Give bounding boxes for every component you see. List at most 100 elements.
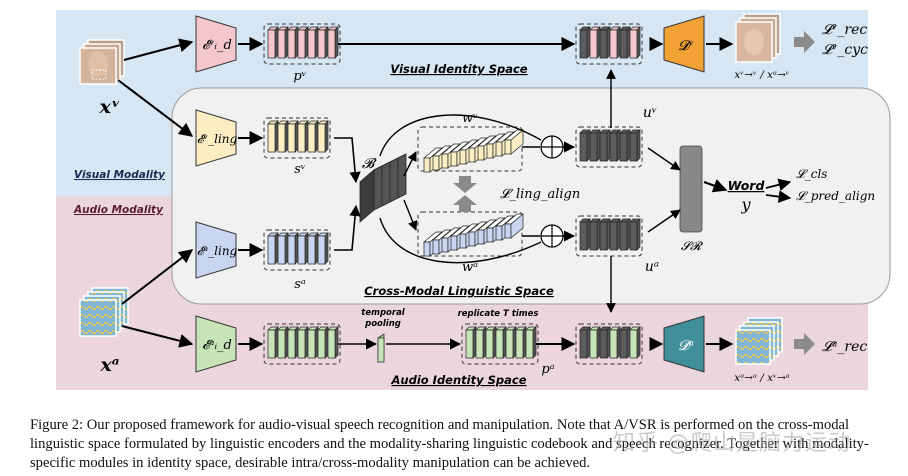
cls-loss: 𝓛_cls (796, 167, 827, 181)
cyc-v-loss: 𝓛ᵛ_cyc (822, 42, 868, 58)
feature-cell (609, 29, 618, 59)
temporal-label: temporal (361, 308, 406, 318)
feature-cell (334, 26, 339, 59)
slant-cell (495, 141, 503, 157)
feature-cell (304, 26, 309, 59)
temporal-pooling-block (377, 333, 385, 363)
feature-cell (616, 26, 621, 59)
slant-cell (477, 145, 485, 161)
feature-cell (267, 123, 276, 153)
feature-cell (606, 218, 611, 251)
audio-modality-label: Audio Modality (73, 204, 164, 216)
out-v-label: xᵛ→ᵛ / xᵃ→ᵛ (734, 69, 789, 81)
feature-cell (609, 221, 618, 251)
feature-cell (629, 329, 638, 359)
xa-label: xᵃ (99, 354, 119, 376)
feature-cell (274, 326, 279, 359)
feature-cell (606, 129, 611, 162)
audio-identity-encoder: 𝓔ᵃᵢ_d (195, 315, 237, 373)
feature-cell (304, 120, 309, 153)
feature-cell (465, 329, 474, 359)
feature-cell (324, 232, 329, 265)
feature-cell (307, 29, 316, 59)
feature-cell (626, 26, 631, 59)
feature-cell (626, 218, 631, 251)
feature-cell (294, 326, 299, 359)
feature-cell (589, 29, 598, 59)
uv-features (575, 126, 643, 168)
wv-label: wᵛ (462, 111, 478, 126)
feature-cell (277, 29, 286, 59)
visual-input-frames (79, 39, 125, 85)
visual-linguistic-encoder: 𝓔ᵛ_ling (195, 109, 238, 167)
align-arrow-up (453, 195, 477, 212)
feature-cell (297, 235, 306, 265)
sv-features (263, 117, 331, 159)
wa-box (417, 211, 523, 257)
enc-ling-a-label: 𝓔ᵃ_ling (197, 244, 238, 258)
slant-cell (423, 241, 431, 257)
pa-features (461, 323, 539, 365)
audio-decoder-input (575, 323, 643, 365)
audio-id-features (263, 323, 341, 365)
sa-label: sᵃ (294, 277, 306, 292)
connectors (117, 37, 792, 351)
slant-cell (459, 149, 467, 165)
feature-cell (619, 29, 628, 59)
feature-cell (579, 29, 588, 59)
visual-modality-label: Visual Modality (74, 169, 166, 181)
sv-label: sᵛ (294, 162, 306, 177)
pa-label: pᵃ (541, 362, 554, 377)
feature-cell (636, 218, 641, 251)
slant-cell (486, 143, 494, 159)
feature-cell (314, 232, 319, 265)
word-label: Word (728, 178, 766, 193)
xv-label: xᵛ (99, 96, 121, 118)
feature-cell (284, 326, 289, 359)
feature-cell (515, 329, 524, 359)
rec-a-loss: 𝓛ᵃ_rec (822, 339, 867, 355)
feature-cell (502, 326, 507, 359)
uv-label: uᵛ (643, 105, 657, 121)
feature-cell (294, 26, 299, 59)
feature-cell (596, 26, 601, 59)
feature-cell (267, 29, 276, 59)
feature-cell (586, 26, 591, 59)
slant-cell (468, 231, 476, 247)
slant-cell (432, 155, 440, 171)
slant-cell (441, 237, 449, 253)
ling-align-loss: 𝓛_ling_align (500, 187, 580, 202)
feature-cell (284, 120, 289, 153)
wv-stack (423, 129, 524, 173)
feature-cell (307, 123, 316, 153)
audio-linguistic-encoder: 𝓔ᵃ_ling (195, 221, 238, 279)
feature-cell (314, 26, 319, 59)
feature-cell (317, 123, 326, 153)
feature-cell (307, 329, 316, 359)
feature-cell (596, 326, 601, 359)
feature-cell (636, 129, 641, 162)
pooling-label: pooling (364, 319, 401, 329)
visual-decoder-input (575, 23, 643, 65)
feature-cell (619, 329, 628, 359)
align-arrow-down (453, 176, 477, 193)
feature-cell (485, 329, 494, 359)
visual-output-frames (735, 13, 781, 63)
pred-align-loss: 𝓛_pred_align (796, 189, 875, 203)
audio-loss-arrow (794, 333, 815, 355)
feature-cell (324, 120, 329, 153)
feature-cell (314, 326, 319, 359)
feature-cell (284, 232, 289, 265)
feature-cell (297, 123, 306, 153)
feature-cell (277, 123, 286, 153)
feature-cell (616, 218, 621, 251)
watermark: 知乎 @爬山是脑力运动 (613, 431, 851, 456)
feature-cell (599, 329, 608, 359)
feature-cell (629, 29, 638, 59)
feature-cell (629, 221, 638, 251)
feature-cell (596, 129, 601, 162)
feature-cell (304, 326, 309, 359)
feature-cell (277, 235, 286, 265)
add-node-a (540, 224, 564, 248)
slant-cell (468, 147, 476, 163)
